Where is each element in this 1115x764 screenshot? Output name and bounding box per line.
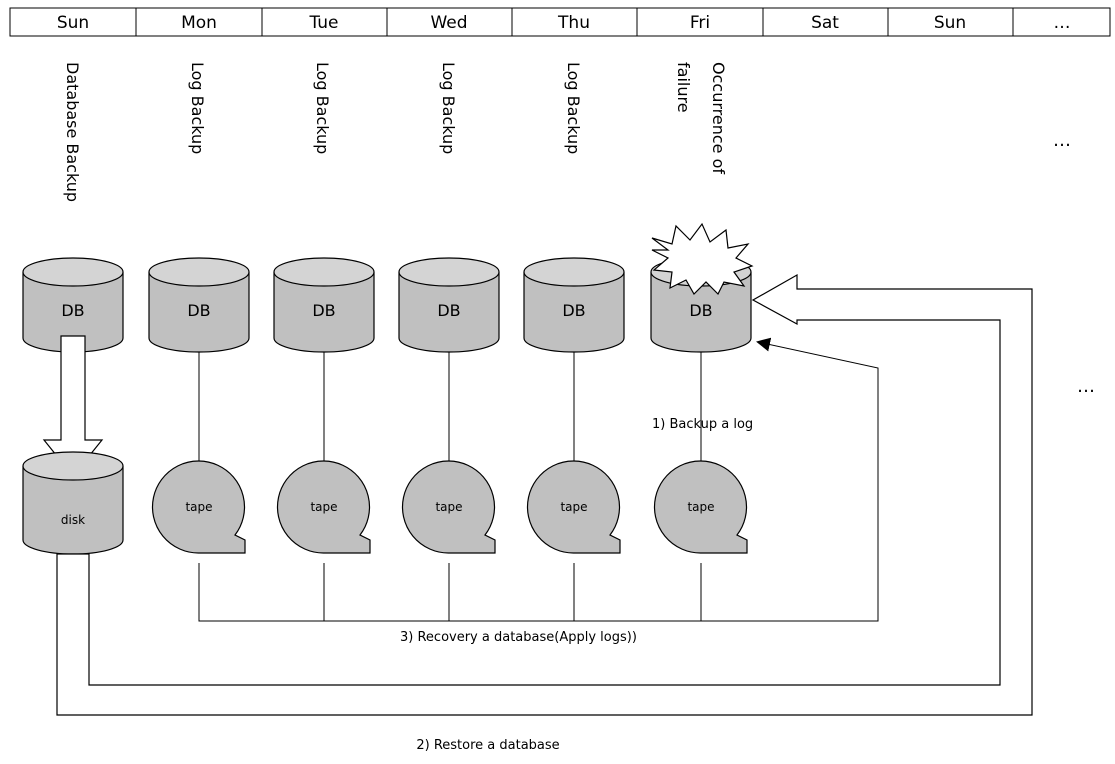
day-fri: Fri xyxy=(690,13,710,33)
step-restore: 2) Restore a database xyxy=(416,738,559,753)
tape-wed: tape xyxy=(401,460,496,554)
day-mon: Mon xyxy=(181,13,217,33)
label-failure: failure xyxy=(674,62,693,113)
db-cylinder-thu: DB xyxy=(523,257,625,353)
tape-label: tape xyxy=(185,500,212,514)
disk-label: disk xyxy=(61,513,85,527)
db-cylinder-mon: DB xyxy=(148,257,250,353)
db-cylinder-sun: DB xyxy=(22,257,124,353)
day-sun: Sun xyxy=(57,13,89,33)
db-label: DB xyxy=(437,301,460,320)
day-wed: Wed xyxy=(430,13,467,33)
tape-label: tape xyxy=(435,500,462,514)
failure-burst-icon xyxy=(651,222,754,296)
db-cylinder-tue: DB xyxy=(273,257,375,353)
day-sun-2: Sun xyxy=(934,13,966,33)
recovery-line xyxy=(198,337,879,622)
tape-label: tape xyxy=(560,500,587,514)
tape-label: tape xyxy=(310,500,337,514)
label-log-backup-thu: Log Backup xyxy=(564,62,583,154)
tape-tue: tape xyxy=(276,460,371,554)
timeline-header: Sun Mon Tue Wed Thu Fri Sat Sun … xyxy=(9,7,1111,37)
db-label: DB xyxy=(562,301,585,320)
db-label: DB xyxy=(61,301,84,320)
timeline-border xyxy=(9,7,1111,37)
tape-thu: tape xyxy=(526,460,621,554)
label-occurrence-of: Occurrence of xyxy=(709,62,728,174)
db-label: DB xyxy=(689,301,712,320)
disk-cylinder: disk xyxy=(22,451,124,555)
day-sat: Sat xyxy=(811,13,839,33)
ellipsis-top: … xyxy=(1053,130,1071,151)
backup-labels: Database Backup Log Backup Log Backup Lo… xyxy=(63,62,728,202)
db-label: DB xyxy=(312,301,335,320)
db-label: DB xyxy=(187,301,210,320)
step-recovery: 3) Recovery a database(Apply logs)) xyxy=(400,630,637,645)
tape-fri: tape xyxy=(653,460,748,554)
db-cylinder-wed: DB xyxy=(398,257,500,353)
ellipsis-middle: … xyxy=(1077,376,1095,397)
label-database-backup: Database Backup xyxy=(63,62,82,202)
label-log-backup-mon: Log Backup xyxy=(188,62,207,154)
day-tue: Tue xyxy=(308,13,338,33)
day-ellipsis: … xyxy=(1054,13,1071,33)
step-backup-log: 1) Backup a log xyxy=(652,417,753,432)
label-log-backup-wed: Log Backup xyxy=(439,62,458,154)
restore-arrow xyxy=(56,273,1033,716)
tape-label: tape xyxy=(687,500,714,514)
tape-mon: tape xyxy=(151,460,246,554)
label-log-backup-tue: Log Backup xyxy=(313,62,332,154)
day-thu: Thu xyxy=(557,13,590,33)
